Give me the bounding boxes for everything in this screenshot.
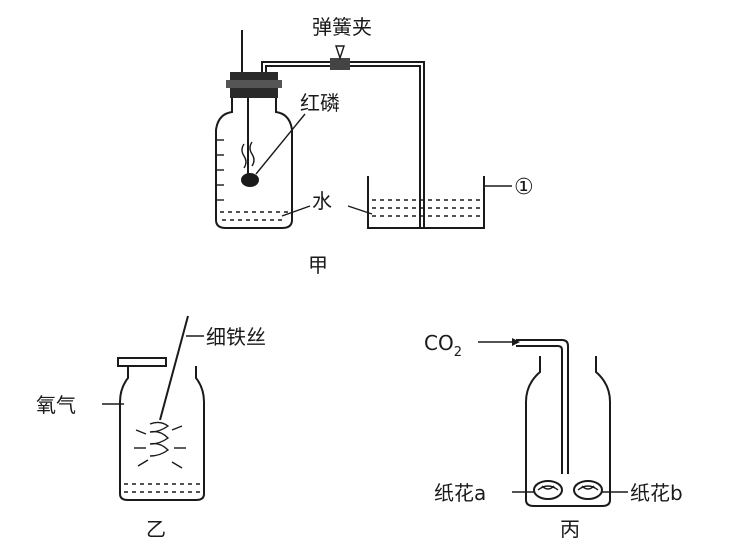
bing-label-flower-b: 纸花b — [630, 481, 683, 505]
jia-stopper-rim — [226, 80, 282, 88]
bing-caption: 丙 — [560, 517, 580, 541]
jia-label-phosphorus: 红磷 — [300, 91, 340, 115]
figure-bing: CO2 纸花a 纸花b 丙 — [424, 331, 683, 541]
jia-leader-phosphorus — [255, 113, 306, 175]
jia-trough — [367, 176, 485, 229]
jia-label-container: ① — [514, 175, 534, 200]
yi-sparks — [134, 425, 186, 469]
jia-spring-clamp — [330, 58, 350, 70]
jia-red-phosphorus — [241, 173, 259, 187]
bing-label-co2: CO2 — [424, 331, 462, 360]
yi-caption: 乙 — [146, 517, 166, 541]
jia-leader-water-right — [347, 205, 373, 215]
yi-label-wire: 细铁丝 — [206, 325, 266, 349]
bing-label-flower-a: 纸花a — [434, 481, 486, 505]
bing-gas-tube — [516, 339, 569, 474]
jia-label-water: 水 — [312, 189, 332, 213]
jia-tube-left — [261, 61, 330, 72]
yi-bottle — [119, 366, 205, 501]
bing-flower-a — [533, 480, 563, 500]
figure-yi: 细铁丝 氧气 乙 — [36, 315, 266, 541]
jia-caption: 甲 — [308, 253, 328, 277]
jia-bottle — [215, 98, 293, 229]
yi-lid — [117, 357, 167, 367]
jia-leader-water-left — [281, 205, 311, 217]
jia-graduations — [216, 139, 224, 201]
jia-smoke — [241, 141, 255, 169]
bing-bottle — [525, 356, 611, 507]
bing-flower-b — [573, 480, 603, 500]
yi-wire-coil — [149, 421, 170, 457]
jia-tube-right — [350, 61, 425, 228]
yi-label-oxygen: 氧气 — [36, 393, 76, 417]
jia-label-clamp: 弹簧夹 — [312, 15, 372, 39]
yi-iron-wire — [159, 315, 189, 421]
figure-jia: 弹簧夹 红磷 水 ① 甲 — [215, 15, 534, 277]
